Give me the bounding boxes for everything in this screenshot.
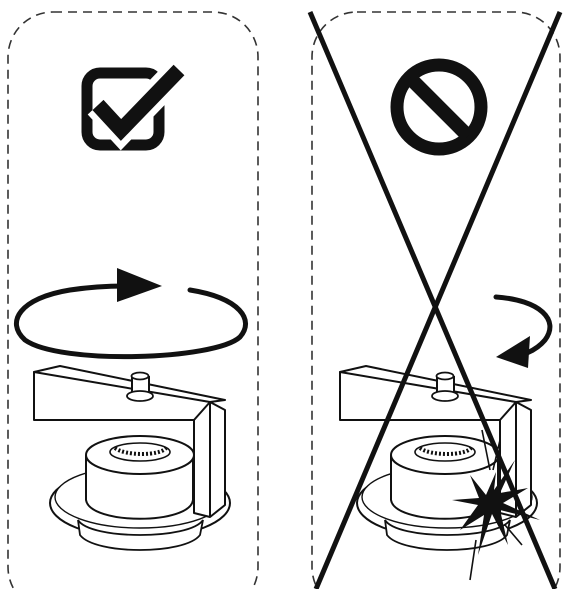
panel-border-dashed xyxy=(311,11,561,589)
rotate-arrow-icon xyxy=(13,268,248,360)
cross-out-mark xyxy=(307,11,563,589)
component-correct xyxy=(33,365,231,551)
panel-incorrect xyxy=(307,11,563,589)
reverse-arrow-icon xyxy=(493,294,553,368)
checkbox-checked-icon xyxy=(81,60,190,151)
panel-border-dashed xyxy=(7,11,259,589)
panel-correct xyxy=(7,11,259,589)
prohibited-icon xyxy=(390,58,488,156)
break-burst-icon xyxy=(452,429,540,581)
